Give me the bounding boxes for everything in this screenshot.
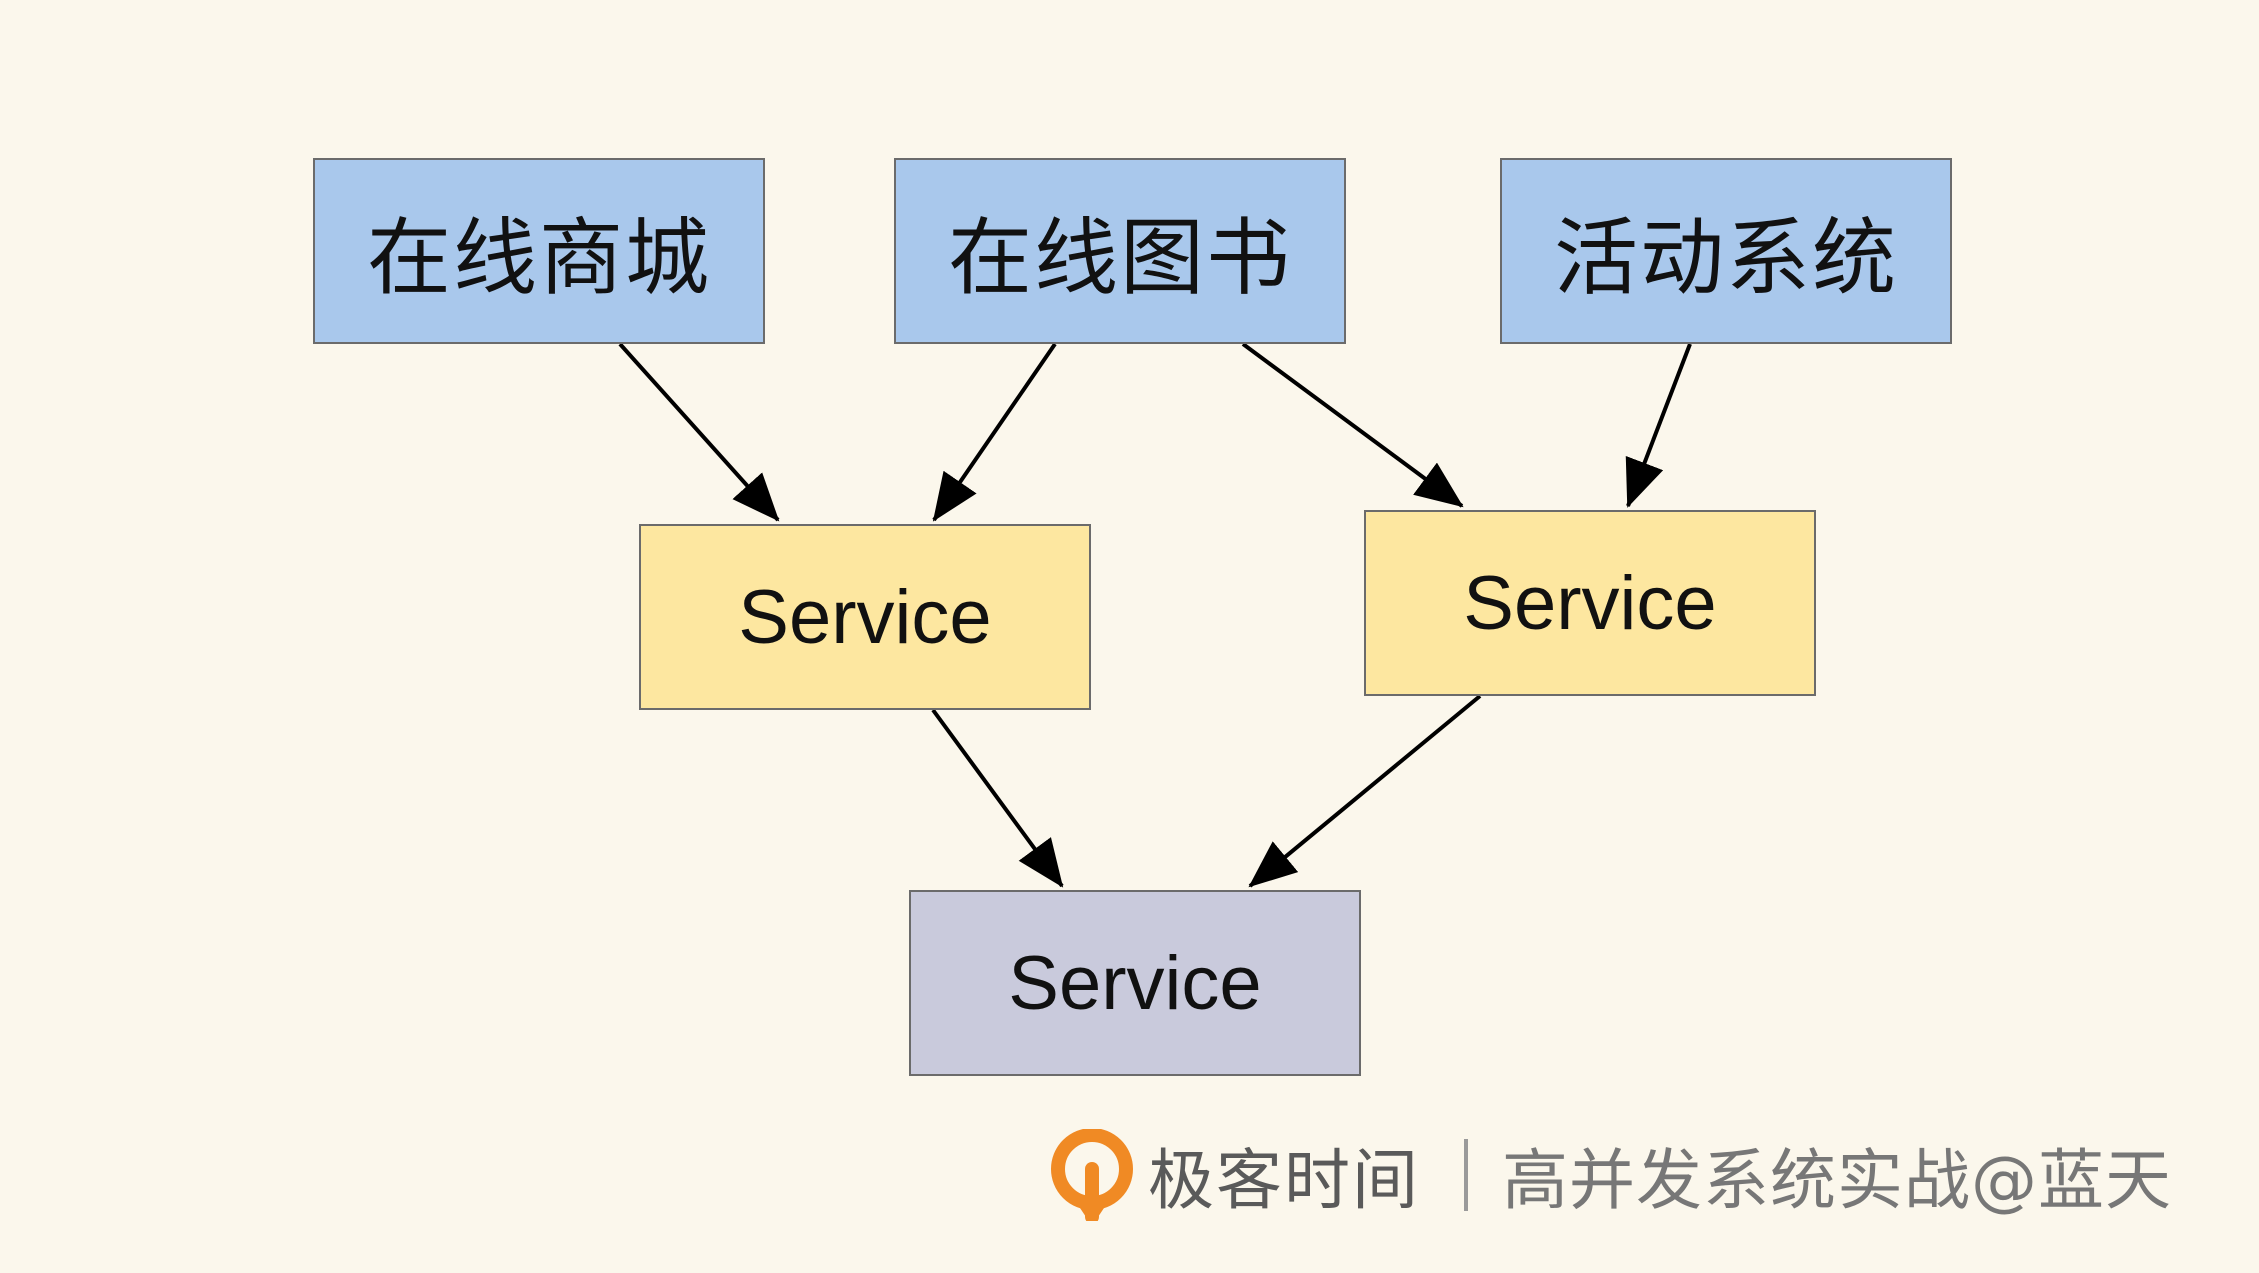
- node-online-books-label: 在线图书: [947, 208, 1292, 307]
- edge-service-left-to-base: [931, 708, 1064, 888]
- edge-books-to-service-right: [1241, 342, 1464, 508]
- node-service-right-label: Service: [1463, 560, 1717, 646]
- node-online-mall-label: 在线商城: [366, 208, 711, 307]
- footer-course-title: 高并发系统实战@蓝天: [1502, 1142, 2172, 1219]
- node-service-left: Service: [639, 524, 1091, 710]
- node-service-base-label: Service: [1008, 940, 1262, 1026]
- edge-books-to-service-left: [932, 342, 1057, 522]
- node-service-right: Service: [1364, 510, 1816, 696]
- node-online-mall: 在线商城: [313, 158, 765, 344]
- node-service-left-label: Service: [738, 574, 992, 660]
- node-activity-system: 活动系统: [1500, 158, 1952, 344]
- node-online-books: 在线图书: [894, 158, 1346, 344]
- geektime-logo-icon: [1051, 1129, 1133, 1221]
- edge-service-right-to-base: [1248, 694, 1482, 888]
- edge-mall-to-service-left: [618, 342, 780, 522]
- node-service-base: Service: [909, 890, 1361, 1076]
- footer-brand: 极客时间: [1148, 1142, 1420, 1219]
- footer-watermark: 极客时间 高并发系统实战@蓝天: [1050, 1120, 2172, 1230]
- edge-events-to-service-right: [1625, 343, 1692, 508]
- node-activity-system-label: 活动系统: [1553, 208, 1898, 307]
- footer-separator: [1464, 1139, 1468, 1211]
